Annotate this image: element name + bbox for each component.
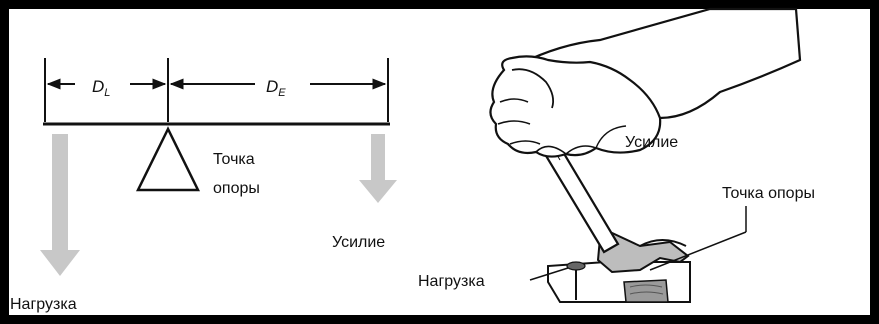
hammer-claw: [639, 239, 687, 247]
knuckle-detail: [595, 125, 627, 149]
fulcrum-label-line2: опоры: [213, 180, 260, 197]
fist: [489, 55, 662, 158]
fulcrum-leader-diagonal: [649, 231, 747, 271]
hammer-load-label: Нагрузка: [418, 273, 485, 290]
effort-arm-label: DE: [266, 77, 286, 99]
effort-arrow: [359, 134, 397, 203]
hammer-head: [596, 230, 690, 274]
lever-diagram: DL DE Точка опоры Нагрузка Усилие: [10, 58, 397, 313]
load-label: Нагрузка: [10, 296, 77, 313]
nail-head: [566, 261, 586, 271]
thumb: [511, 68, 555, 109]
load-arm-label: DL: [92, 77, 110, 99]
load-leader: [529, 267, 569, 281]
fulcrum-triangle: [135, 126, 201, 192]
wood-block: [623, 279, 669, 303]
hammer-illustration: Усилие Точка опоры Нагрузка: [418, 7, 815, 303]
effort-label: Усилие: [332, 234, 385, 251]
load-arrow: [40, 134, 80, 276]
finger-lines: [497, 98, 597, 155]
hammer-effort-label: Усилие: [625, 134, 678, 151]
wood-grain: [629, 284, 664, 295]
fulcrum-label-line1: Точка: [213, 151, 255, 168]
hammer-fulcrum-label: Точка опоры: [722, 185, 815, 202]
